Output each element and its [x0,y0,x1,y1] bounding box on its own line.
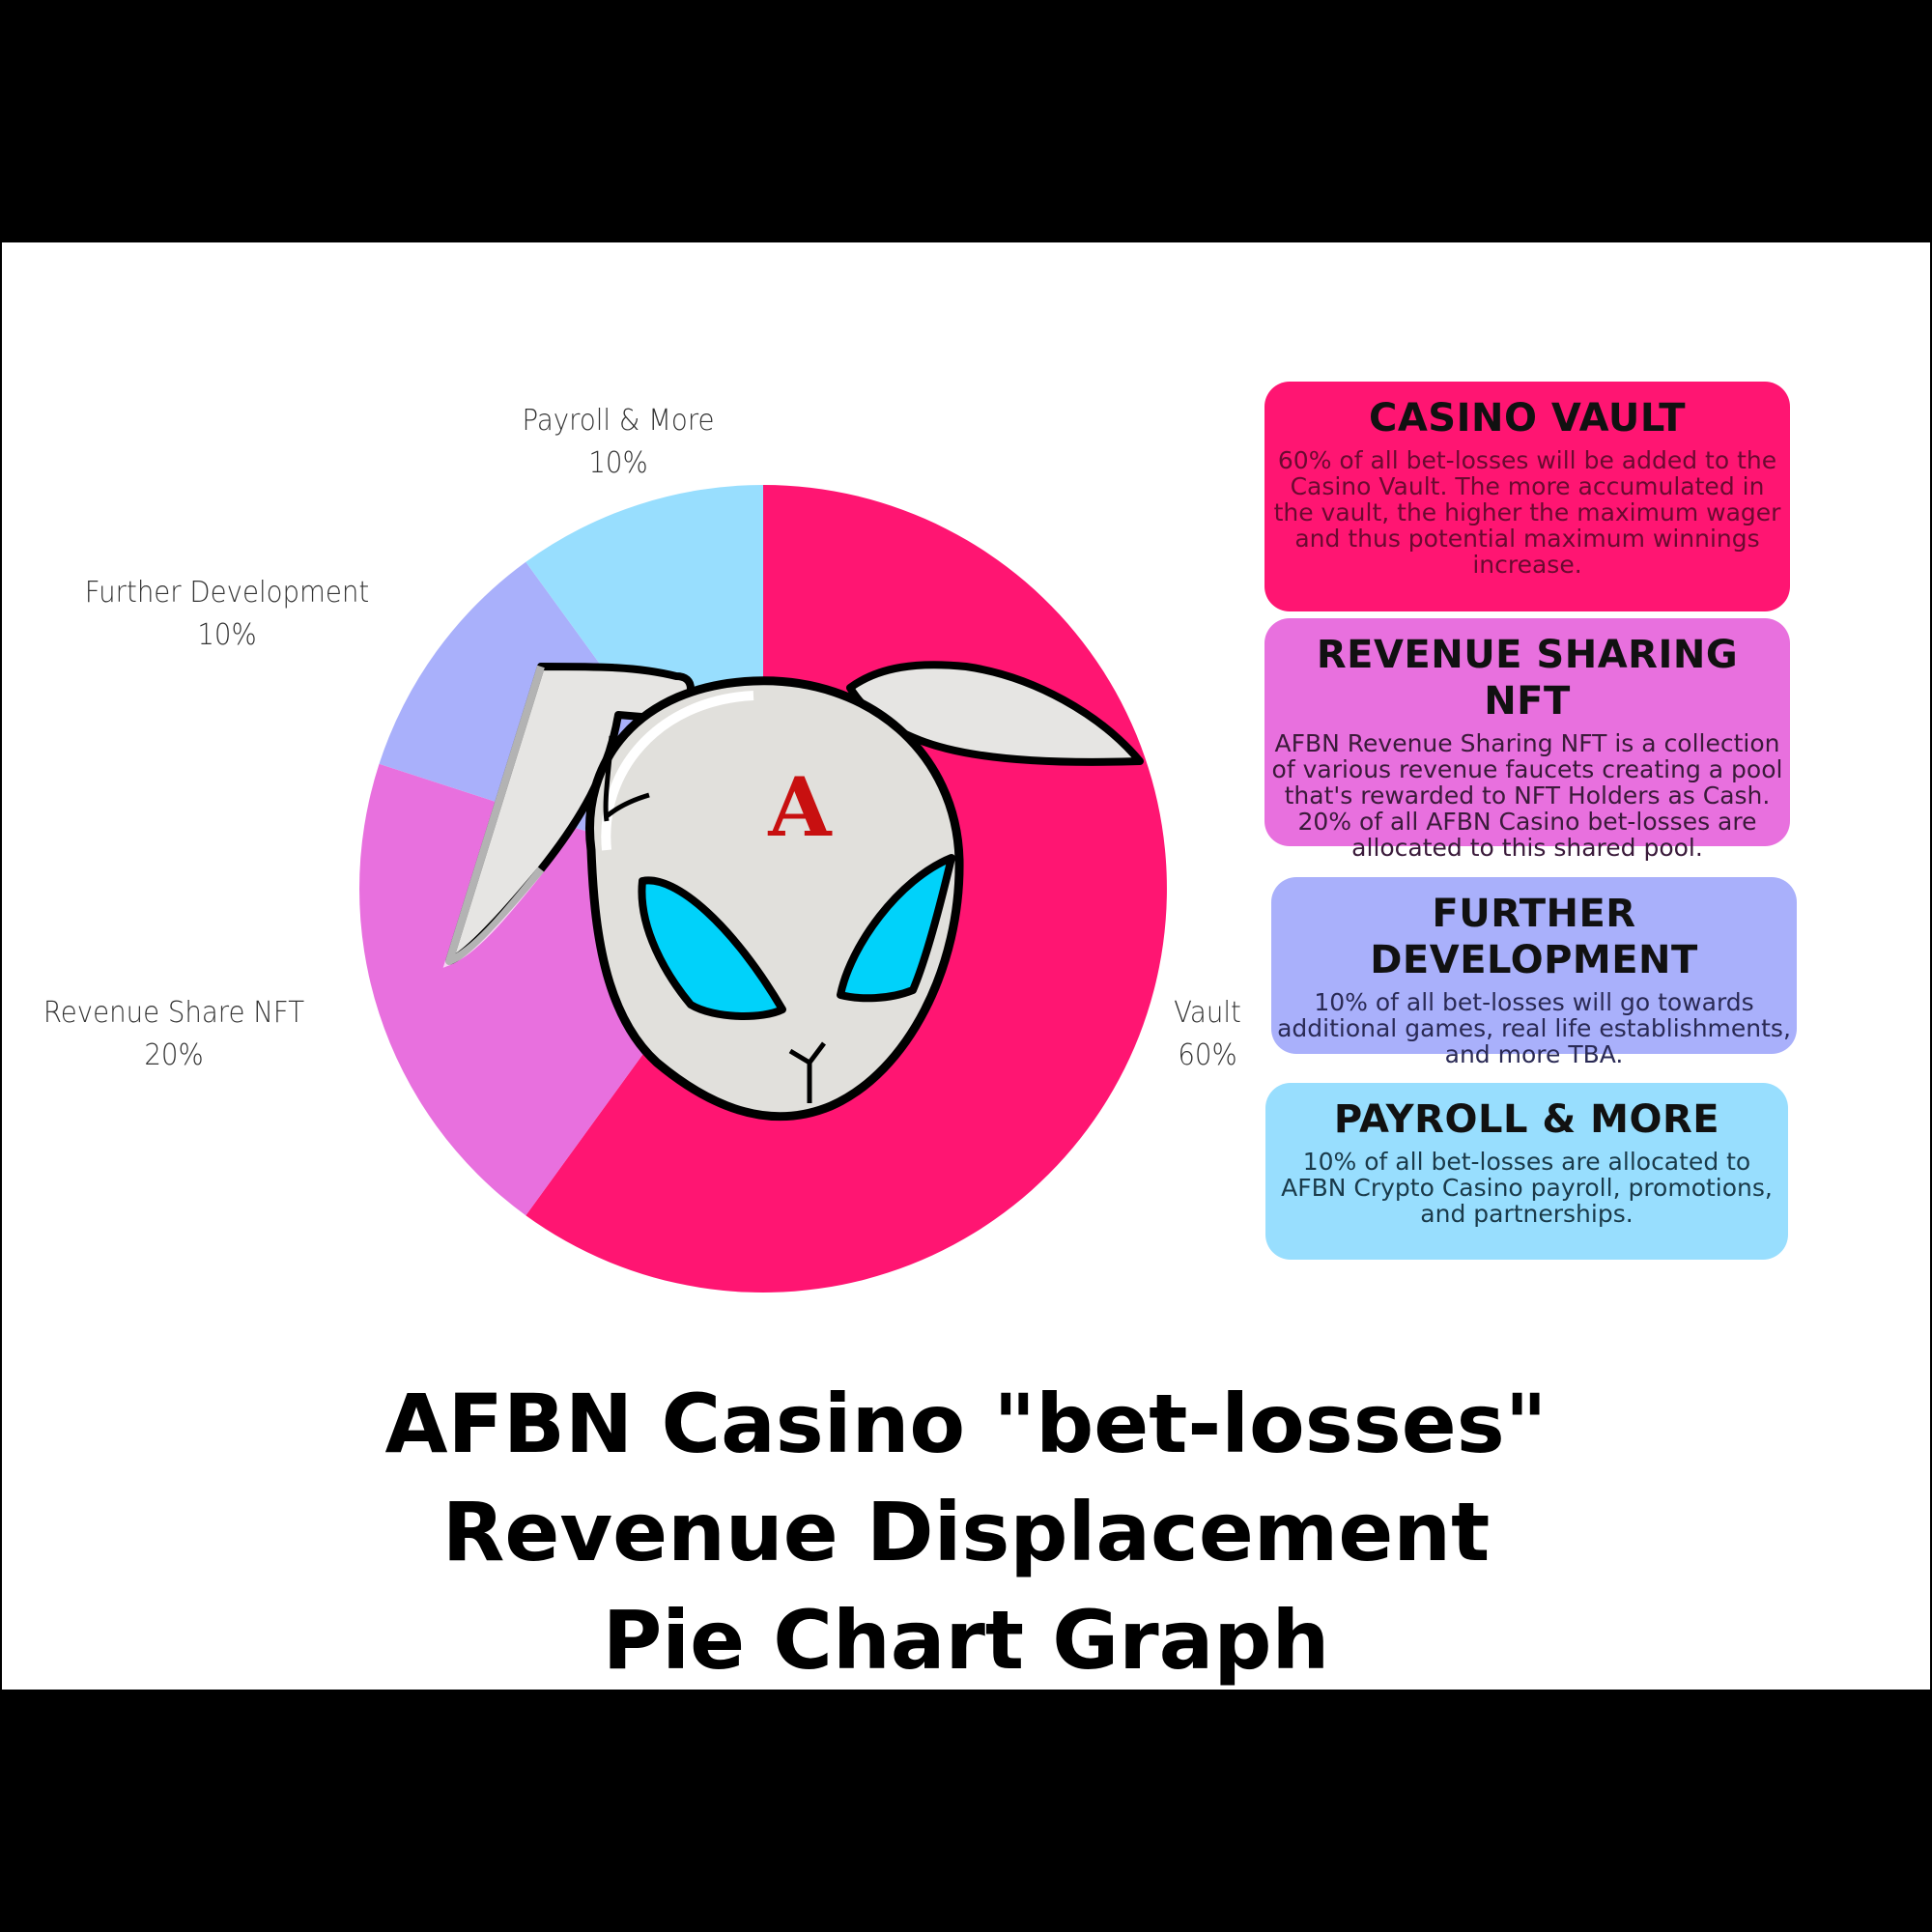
label-development-name: Further Development [84,576,370,610]
info-box-body: AFBN Revenue Sharing NFT is a collection… [1271,729,1783,862]
info-box-casino-vault: CASINO VAULT 60% of all bet-losses will … [1264,382,1790,611]
chart-title-line-2: Revenue Displacement [441,1485,1491,1579]
chart-title-line-1: AFBN Casino "bet-losses" [384,1377,1548,1471]
label-development: Further Development 10% [71,572,383,657]
info-box-body: 10% of all bet-losses will go towards ad… [1277,988,1791,1068]
rabbit-logo-icon: A [442,661,1144,1122]
chart-title-line-3: Pie Chart Graph [602,1593,1330,1688]
label-nft: Revenue Share NFT 20% [41,992,307,1077]
info-box-body: 10% of all bet-losses are allocated to A… [1281,1148,1773,1228]
info-box-revenue-sharing-nft: REVENUE SHARING NFT AFBN Revenue Sharing… [1264,618,1790,861]
chart-title: AFBN Casino "bet-losses" Revenue Displac… [0,1370,1932,1694]
info-box-title: PAYROLL & MORE [1333,1097,1720,1142]
label-nft-name: Revenue Share NFT [43,996,305,1030]
label-payroll-pct: 10% [588,446,648,480]
label-nft-pct: 20% [144,1038,204,1072]
info-box-payroll-more: PAYROLL & MORE 10% of all bet-losses are… [1265,1083,1788,1260]
logo-letter: A [767,759,833,855]
info-box-body: 60% of all bet-losses will be added to t… [1273,446,1781,579]
info-box-further-development: FURTHER DEVELOPMENT 10% of all bet-losse… [1271,877,1797,1067]
label-payroll: Payroll & More 10% [512,400,725,485]
info-box-title: REVENUE SHARING NFT [1316,633,1739,724]
label-development-pct: 10% [197,618,257,652]
label-payroll-name: Payroll & More [522,404,715,438]
info-box-title: FURTHER DEVELOPMENT [1370,892,1698,982]
info-box-title: CASINO VAULT [1368,396,1686,440]
label-vault-pct: 60% [1178,1038,1237,1072]
label-vault-name: Vault [1174,996,1241,1030]
label-vault: Vault 60% [1163,992,1252,1077]
